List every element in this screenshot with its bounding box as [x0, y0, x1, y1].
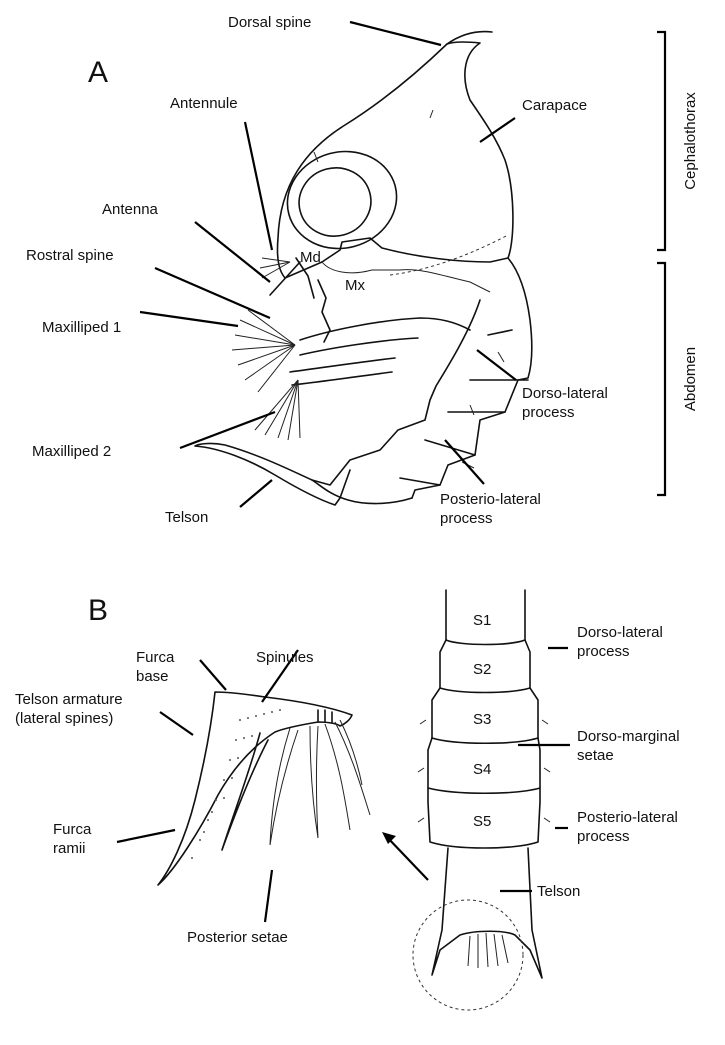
abdomen-segment-line-4 [425, 440, 475, 455]
label-carapace: Carapace [522, 97, 587, 114]
label-maxilliped-1: Maxilliped 1 [42, 319, 121, 336]
leader-dorsal-spine [350, 22, 441, 45]
telson-dorsal-setae [468, 933, 508, 968]
leader-rostral-spine [155, 268, 270, 318]
label-maxilliped-2: Maxilliped 2 [32, 443, 111, 460]
panel-b-label: B [88, 594, 108, 627]
rostral-spine-tip [270, 262, 300, 295]
label-telson-armature-line1: Telson armature [15, 691, 123, 708]
label-antennule: Antennule [170, 95, 238, 112]
panel-b-leader-lines [117, 648, 570, 922]
label-md: Md [300, 249, 321, 266]
label-posterio-lateral-b-line1: Posterio-lateral [577, 809, 678, 826]
carapace-margin-dashed [390, 235, 508, 275]
segment-label-s3: S3 [473, 711, 491, 728]
leader-furca-ramii [117, 830, 175, 842]
maxilliped-2-segments [290, 358, 395, 372]
furca-enlarged-drawing [158, 692, 370, 885]
label-dorso-lateral-b-line1: Dorso-lateral [577, 624, 663, 641]
zoom-arrow-head [382, 832, 396, 844]
label-dorso-lateral-b-line2: process [577, 643, 630, 660]
setae-bases [318, 710, 332, 722]
abdomen-segment-line-1 [488, 330, 512, 335]
maxilliped-2-setae [255, 380, 300, 440]
label-telson-armature-line2: (lateral spines) [15, 710, 113, 727]
abdomen-outline-ventral [312, 300, 480, 485]
label-posterior-setae: Posterior setae [187, 929, 288, 946]
left-inner-edge [222, 733, 268, 850]
carapace-mark [430, 110, 433, 118]
label-dorsal-spine: Dorsal spine [228, 14, 311, 31]
label-furca-ramii-line1: Furca [53, 821, 92, 838]
label-posterio-lateral-a-line2: process [440, 510, 493, 527]
segment-label-s1: S1 [473, 612, 491, 629]
leader-furca-base [200, 660, 226, 690]
spinule-dots [191, 709, 281, 859]
leader-telson-armature [160, 712, 193, 735]
posterior-setae-drawing [270, 720, 370, 845]
cephalothorax-bracket: Cephalothorax [657, 32, 699, 250]
label-dorso-marginal-line1: Dorso-marginal [577, 728, 680, 745]
eye-inner [291, 160, 378, 244]
leader-antenna [195, 222, 270, 282]
label-dorso-lateral-a-line1: Dorso-lateral [522, 385, 608, 402]
zoom-arrow-line [386, 836, 428, 880]
leader-dorso-lateral-a [477, 350, 516, 380]
label-cephalothorax: Cephalothorax [682, 92, 699, 190]
label-telson-a: Telson [165, 509, 208, 526]
abdomen-bracket: Abdomen [657, 263, 699, 495]
leader-posterior-setae [265, 870, 272, 922]
label-furca-ramii-line2: ramii [53, 840, 86, 857]
panel-a-label: A [88, 56, 108, 89]
maxilliped-1-lower [300, 338, 418, 355]
furca-outline [158, 692, 352, 885]
label-spinules: Spinules [256, 649, 314, 666]
label-telson-b: Telson [537, 883, 580, 900]
label-dorso-lateral-a-line2: process [522, 404, 575, 421]
abdomen-dorsal-drawing [382, 590, 550, 1010]
label-furca-base-line1: Furca [136, 649, 175, 666]
panel-b: B [15, 590, 680, 1010]
label-posterio-lateral-b-line2: process [577, 828, 630, 845]
telson-joint [340, 470, 350, 498]
leader-posterio-lateral-a [445, 440, 484, 484]
leader-maxilliped-2 [180, 412, 275, 448]
abdomen-processes [462, 352, 504, 468]
label-rostral-spine: Rostral spine [26, 247, 114, 264]
antenna-setae [260, 258, 290, 278]
label-furca-base-line2: base [136, 668, 169, 685]
label-antenna: Antenna [102, 201, 159, 218]
label-mx: Mx [345, 277, 365, 294]
leader-antennule [245, 122, 272, 250]
larva-lateral-drawing [195, 32, 532, 505]
label-dorso-marginal-line2: setae [577, 747, 614, 764]
segment-label-s4: S4 [473, 761, 491, 778]
telson-outline [195, 443, 412, 505]
label-posterio-lateral-a-line1: Posterio-lateral [440, 491, 541, 508]
segment-label-s2: S2 [473, 661, 491, 678]
abdomen-segment-line-5 [400, 478, 440, 485]
panel-a: A [26, 14, 699, 527]
segment-label-s5: S5 [473, 813, 491, 830]
leader-telson-a [240, 480, 272, 507]
label-abdomen: Abdomen [682, 347, 699, 411]
leader-maxilliped-1 [140, 312, 238, 326]
maxilliped-2-lower [292, 372, 392, 385]
maxilliped-1-setae [232, 310, 295, 392]
